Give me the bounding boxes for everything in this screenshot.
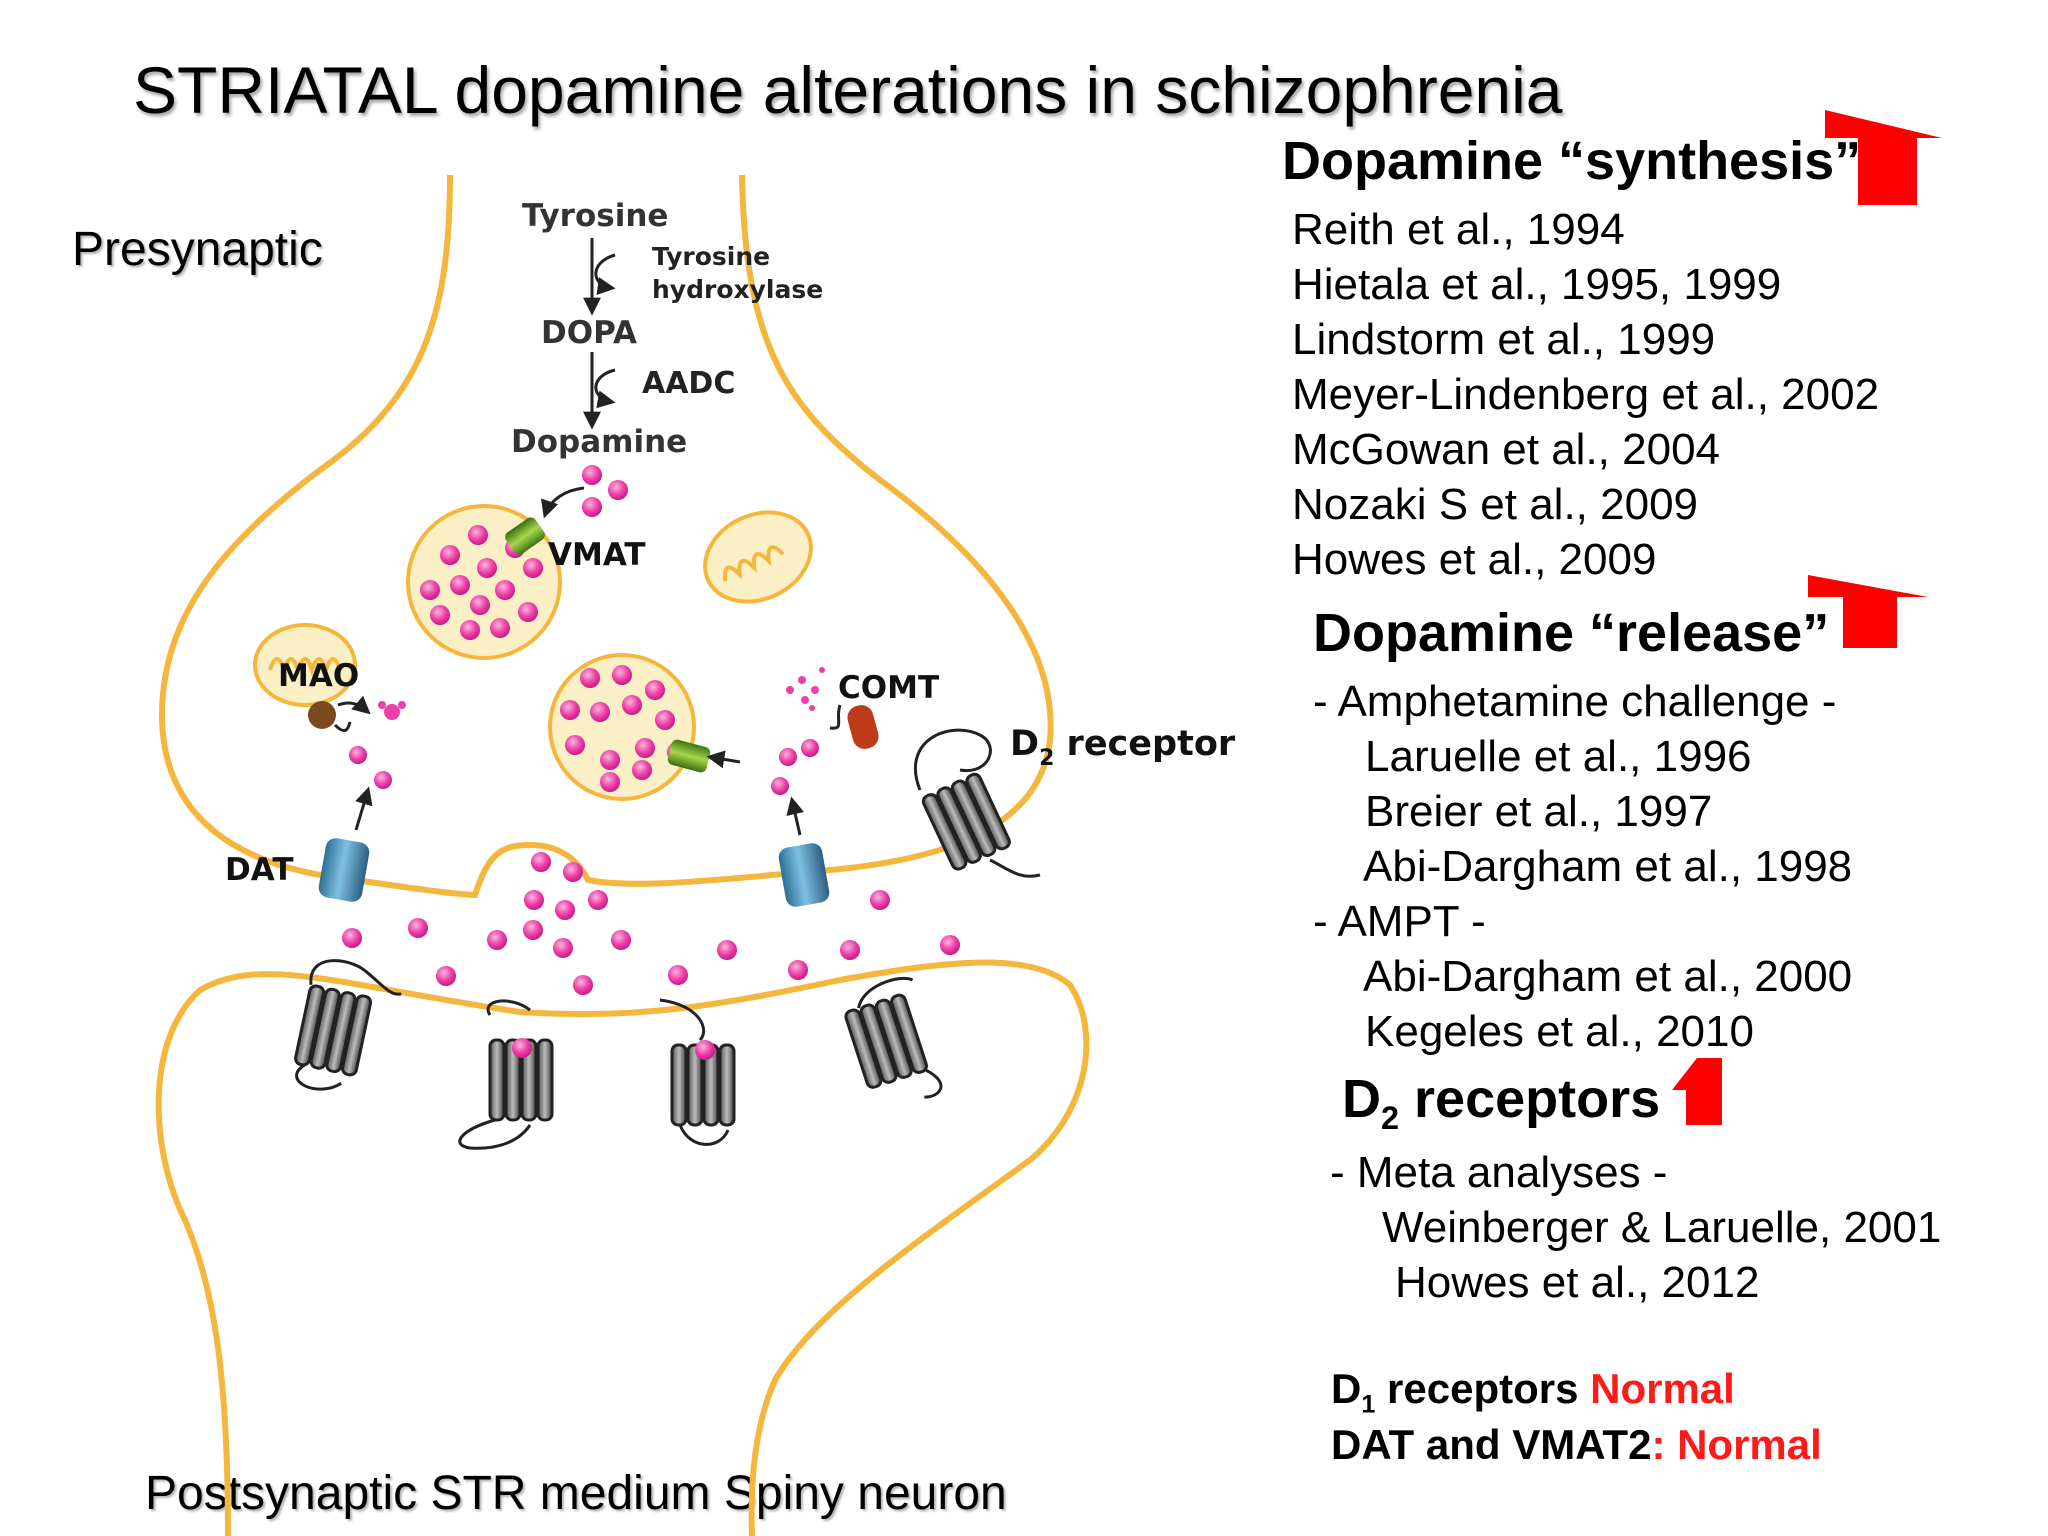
tyrosine-label: Tyrosine — [522, 198, 668, 234]
list-item: Nozaki S et al., 2009 — [1292, 480, 1699, 529]
list-item: Hietala et al., 1995, 1999 — [1292, 260, 1782, 309]
list-item: Howes et al., 2009 — [1292, 535, 1657, 584]
tyrosine-hydroxylase-label-1: Tyrosine — [652, 242, 770, 271]
group-label: - Meta analyses - — [1330, 1148, 1668, 1197]
d1-summary: D1 receptors Normal — [1331, 1365, 1735, 1419]
list-item: Meyer-Lindenberg et al., 2002 — [1292, 370, 1880, 419]
list-item: Abi-Dargham et al., 1998 — [1363, 842, 1853, 891]
d2-refs: - Meta analyses - Weinberger & Laruelle,… — [1330, 1145, 1941, 1310]
list-item: Laruelle et al., 1996 — [1365, 732, 1752, 781]
dopa-label: DOPA — [541, 315, 637, 351]
list-item: Kegeles et al., 2010 — [1365, 1007, 1754, 1056]
postsynaptic-membrane — [155, 959, 1090, 1536]
page-title: STRIATAL dopamine alterations in schizop… — [133, 53, 1563, 127]
comt-label: COMT — [838, 670, 939, 706]
comt-enzyme-icon — [847, 705, 879, 749]
release-heading: Dopamine “release” — [1313, 603, 1830, 663]
presynaptic-membrane — [158, 174, 1054, 899]
group-label: - AMPT - — [1313, 897, 1486, 946]
up-arrow-icon — [1672, 110, 1942, 1125]
list-item: Abi-Dargham et al., 2000 — [1363, 952, 1853, 1001]
mao-label: MAO — [278, 658, 359, 694]
vmat-transporter-icon — [505, 517, 711, 773]
postsynaptic-receptors — [294, 959, 943, 1150]
list-item: McGowan et al., 2004 — [1292, 425, 1721, 474]
list-item: Howes et al., 2012 — [1395, 1258, 1760, 1307]
aadc-label: AADC — [642, 366, 735, 401]
presynaptic-label: Presynaptic — [72, 223, 323, 276]
receptor-icon — [913, 728, 1041, 878]
list-item: Breier et al., 1997 — [1365, 787, 1713, 836]
d2-heading: D2 receptors — [1342, 1069, 1661, 1136]
mao-enzyme-icon — [308, 701, 336, 729]
synthesis-heading: Dopamine “synthesis” — [1282, 131, 1862, 191]
transporter-icon — [318, 838, 830, 907]
tyrosine-hydroxylase-label-2: hydroxylase — [652, 275, 823, 304]
dopamine-molecules — [320, 465, 960, 995]
dopamine-label: Dopamine — [511, 424, 687, 460]
list-item: Weinberger & Laruelle, 2001 — [1382, 1203, 1942, 1252]
vesicle-icon-2 — [703, 510, 813, 604]
dat-label: DAT — [225, 852, 293, 888]
vmat-label: VMAT — [548, 537, 646, 573]
d2-receptor-label: D2 receptor — [1010, 724, 1236, 771]
release-refs: - Amphetamine challenge - Laruelle et al… — [1313, 674, 1852, 1059]
dat-vmat2-summary: DAT and VMAT2: Normal — [1331, 1421, 1822, 1468]
metabolite-dots — [378, 667, 825, 720]
postsynaptic-label: Postsynaptic STR medium Spiny neuron — [145, 1467, 1007, 1520]
group-label: - Amphetamine challenge - — [1313, 677, 1837, 726]
mitochondrion-icon — [253, 623, 357, 707]
synthesis-refs: Reith et al., 1994 Hietala et al., 1995,… — [1292, 202, 1879, 587]
list-item: Lindstorm et al., 1999 — [1292, 315, 1716, 364]
list-item: Reith et al., 1994 — [1292, 205, 1625, 254]
